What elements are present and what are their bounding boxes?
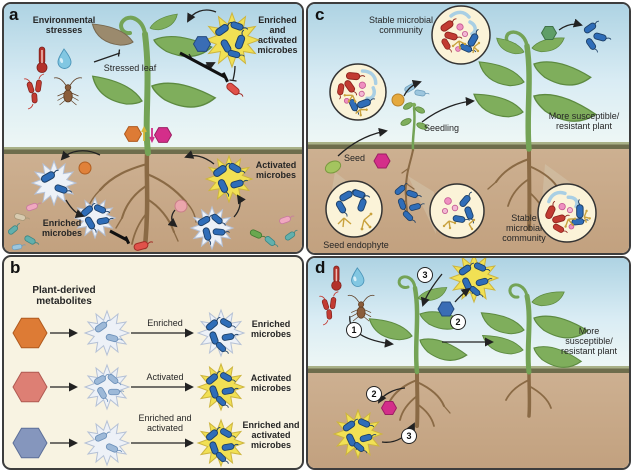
seedling-label: Seedling xyxy=(424,123,460,133)
up-flux-arrow xyxy=(141,125,147,141)
slate-hexagon xyxy=(13,428,47,458)
salmon-hexagon xyxy=(13,372,47,402)
panel-a: a Environmental stresses Stressed leaf E… xyxy=(2,2,304,254)
outcome-plant xyxy=(477,283,589,378)
microbes-to-plant-arrow xyxy=(420,273,443,307)
step-3-badge-soil: 3 xyxy=(401,428,417,444)
pink-metabolite-dot xyxy=(174,199,188,213)
panel-d-artwork xyxy=(308,258,629,468)
hexagon-to-starburst-arrow xyxy=(454,287,471,303)
stable-community-top-label: Stable microbial community xyxy=(368,15,434,36)
seed-shape xyxy=(324,160,342,174)
seed-label: Seed xyxy=(344,153,366,163)
blue-metabolite-hexagon xyxy=(194,37,211,52)
green-metabolite-hexagon xyxy=(542,26,557,39)
row2-process-label: Activated xyxy=(146,372,184,382)
orange-metabolite-dot xyxy=(78,161,92,175)
seed-endophyte-circle xyxy=(325,180,383,238)
seed-endophyte-label: Seed endophyte xyxy=(323,240,389,250)
row2-result-label: Activated microbes xyxy=(250,373,292,394)
row1-result-label: Enriched microbes xyxy=(250,319,292,340)
metabolites-heading: Plant-derived metabolites xyxy=(32,285,96,308)
panel-d-label: d xyxy=(315,258,326,277)
community-circle-left xyxy=(329,63,387,121)
outcome-label: More susceptible/ resistant plant xyxy=(560,326,618,357)
panel-a-artwork xyxy=(4,4,302,252)
cycle-arrow-top xyxy=(187,9,217,23)
seedling-plant xyxy=(400,102,428,152)
panel-b-label: b xyxy=(10,258,21,277)
enriched-microbes-label: Enriched microbes xyxy=(41,218,83,239)
community-circle-bottom-middle xyxy=(429,183,485,239)
outcome-label: More susceptible/ resistant plant xyxy=(548,111,620,132)
orange-hexagon xyxy=(13,318,47,348)
community-circle-bottom-right xyxy=(537,183,597,243)
panel-c-label: c xyxy=(315,5,325,24)
plant xyxy=(87,13,217,156)
inhibition-line-soil xyxy=(109,229,128,242)
seed-to-seedling-arrow xyxy=(337,127,388,157)
seedling-to-plant-arrow xyxy=(421,97,475,123)
stressed-plant xyxy=(365,275,468,375)
magenta-metabolite-hexagon xyxy=(374,154,390,168)
step-3-badge-top: 3 xyxy=(417,267,433,283)
panel-d: d 1 3 2 2 3 More susceptible/ resistant … xyxy=(306,256,631,470)
root-system xyxy=(87,151,197,250)
env-stresses-label: Environmental stresses xyxy=(32,15,96,36)
step-2-badge-top: 2 xyxy=(450,314,466,330)
mature-plant xyxy=(470,30,598,152)
enriched-activated-label: Enriched and activated microbes xyxy=(257,15,298,56)
row2-starburst-small xyxy=(85,365,129,409)
stressed-leaf-label: Stressed leaf xyxy=(103,63,157,73)
panel-c: c Stable microbial community Seedling Se… xyxy=(306,2,631,255)
row1-process-label: Enriched xyxy=(147,318,183,328)
panel-c-artwork xyxy=(308,4,629,253)
blue-metabolite-hexagon xyxy=(438,302,454,316)
magenta-metabolite-hexagon xyxy=(382,401,397,414)
row3-process-label: Enriched and activated xyxy=(138,413,192,434)
panel-b: b Plant-derived metabolites Enriched Act… xyxy=(2,255,304,470)
seedling-roots xyxy=(399,149,415,220)
community-circle-top xyxy=(431,5,491,65)
stable-community-bottom-label: Stable microbial community xyxy=(502,213,546,244)
inhibition-line xyxy=(179,51,226,79)
row3-starburst-small xyxy=(85,421,129,465)
root-to-burst-arrow xyxy=(60,150,101,161)
step-1-badge: 1 xyxy=(346,322,362,338)
magenta-metabolite-hexagon xyxy=(155,128,172,143)
panel-b-artwork xyxy=(4,257,302,468)
panel-a-label: a xyxy=(9,5,19,24)
plant2-roots xyxy=(505,370,552,418)
activated-microbes-label: Activated microbes xyxy=(255,160,297,181)
down-flux-arrow xyxy=(149,128,155,144)
root-to-hexagon-arrow xyxy=(378,387,406,404)
stress-pointer-line xyxy=(93,52,121,63)
row3-result-label: Enriched and activated microbes xyxy=(242,420,300,451)
row1-starburst-small xyxy=(85,311,129,355)
step-2-badge-soil: 2 xyxy=(366,386,382,402)
orange-metabolite-hexagon xyxy=(125,127,142,142)
golden-metabolite-dot xyxy=(391,93,405,107)
